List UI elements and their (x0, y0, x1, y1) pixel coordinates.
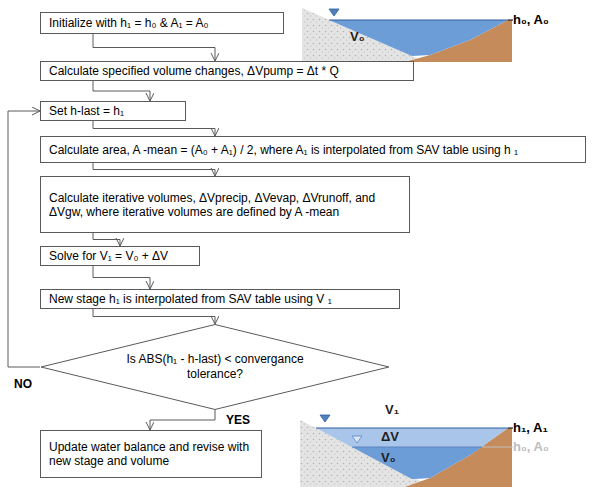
flow-arrow (93, 121, 215, 136)
flow-arrow (93, 81, 150, 101)
process-box: Set h-last = h₁ (40, 101, 186, 121)
node-text: Is ABS(h₁ - h-last) < convergance tolera… (114, 352, 317, 382)
water-body (329, 20, 508, 56)
water-surface (316, 427, 508, 428)
node-text: Initialize with h₁ = h₀ & A₁ = A₀ (49, 16, 275, 30)
illustration-label: V₀ (350, 29, 365, 44)
illustration-label: h₁, A₁ (513, 420, 548, 435)
illustration-label: V₀ (381, 450, 396, 465)
leader-line (482, 447, 513, 448)
diamond-shape (41, 325, 389, 410)
leader-line (508, 428, 513, 429)
node-text: Update water balance and revise with new… (49, 440, 253, 468)
flow-arrow (93, 266, 150, 289)
decision-diamond: Is ABS(h₁ - h-last) < convergance tolera… (40, 324, 390, 410)
flow-arrow (93, 34, 215, 61)
process-box: Calculate iterative volumes, ΔVprecip, Δ… (40, 176, 410, 233)
node-text: Calculate iterative volumes, ΔVprecip, Δ… (49, 191, 401, 219)
edge-label: NO (14, 377, 32, 391)
water-body-old (352, 447, 482, 479)
process-box: Update water balance and revise with new… (40, 430, 262, 478)
water-body-new (316, 428, 508, 479)
water-surface (329, 19, 508, 20)
node-text: Calculate area, A -mean = (A₀ + A₁) / 2,… (49, 143, 577, 157)
illustration-label: ΔV (381, 429, 399, 444)
flow-arrow (93, 163, 215, 176)
illustration-label: V₁ (385, 402, 399, 417)
process-box: Calculate specified volume changes, ΔVpu… (40, 61, 414, 81)
node-text: Solve for V₁ = V₀ + ΔV (49, 249, 191, 263)
leader-line (508, 20, 513, 21)
illustration-label: h₀, A₀ (513, 12, 549, 27)
process-box: Calculate area, A -mean = (A₀ + A₁) / 2,… (40, 136, 586, 163)
node-text: New stage h₁ is interpolated from SAV ta… (49, 292, 391, 306)
water-level-marker (320, 415, 330, 422)
water-level-marker (329, 9, 339, 16)
flow-arrow (8, 111, 40, 367)
illustration-label: h₀, A₀ (513, 439, 549, 454)
process-box: New stage h₁ is interpolated from SAV ta… (40, 289, 400, 309)
edge-label: YES (226, 413, 250, 427)
node-text: Set h-last = h₁ (49, 104, 177, 118)
flow-arrow (150, 410, 215, 430)
water-surface-old (352, 447, 482, 448)
process-box: Solve for V₁ = V₀ + ΔV (40, 246, 200, 266)
process-box: Initialize with h₁ = h₀ & A₁ = A₀ (40, 12, 284, 34)
flow-arrow (93, 233, 120, 246)
flow-arrow (93, 309, 215, 324)
node-text: Calculate specified volume changes, ΔVpu… (49, 64, 405, 78)
water-level-marker (352, 436, 362, 443)
